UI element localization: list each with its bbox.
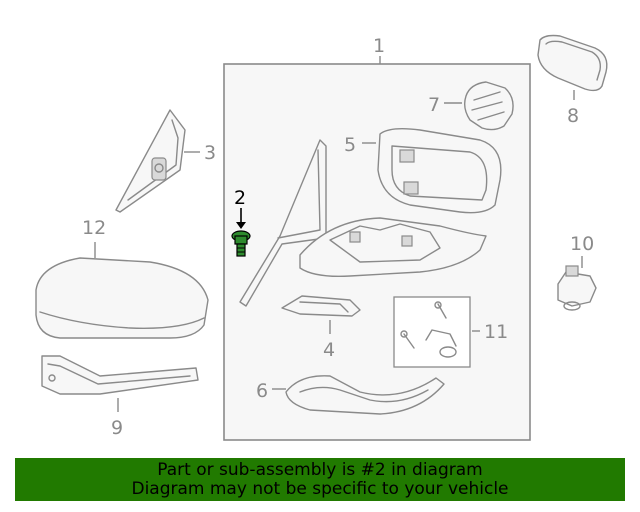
part-12-mirror-cap: 12	[35, 217, 209, 339]
part-mirror-base-arm	[239, 139, 327, 307]
banner-line-1: Part or sub-assembly is #2 in diagram	[157, 460, 483, 480]
part-6-lower-trim: 6	[256, 375, 445, 415]
callout-10[interactable]: 10	[570, 233, 594, 255]
part-5-glass-frame: 5	[344, 127, 502, 214]
banner-line-2: Diagram may not be specific to your vehi…	[131, 479, 509, 499]
callout-3[interactable]: 3	[204, 142, 216, 164]
callout-8[interactable]: 8	[567, 105, 579, 127]
callout-11[interactable]: 11	[484, 321, 508, 343]
part-housing-body	[299, 217, 487, 278]
part-9-signal-strip: 9	[41, 355, 199, 439]
callout-9[interactable]: 9	[111, 417, 123, 439]
callout-1[interactable]: 1	[373, 35, 385, 57]
part-10-connector: 10	[557, 233, 597, 311]
callout-12[interactable]: 12	[82, 217, 106, 239]
callout-7[interactable]: 7	[428, 94, 440, 116]
part-4-bracket: 4	[281, 295, 361, 361]
part-7-actuator: 7	[428, 81, 514, 131]
part-8-mirror-glass: 8	[537, 34, 608, 127]
callout-5[interactable]: 5	[344, 134, 356, 156]
callout-4[interactable]: 4	[323, 339, 335, 361]
part-11-hardware-kit: 11	[393, 296, 508, 368]
callout-2[interactable]: 2	[234, 187, 246, 209]
part-3-triangle-cover: 3	[115, 109, 216, 213]
info-banner: Part or sub-assembly is #2 in diagram Di…	[15, 458, 625, 501]
part-2-fastener[interactable]: 2	[231, 187, 251, 257]
parts-diagram: 1 8 3 12 9	[35, 34, 608, 441]
callout-6[interactable]: 6	[256, 380, 268, 402]
